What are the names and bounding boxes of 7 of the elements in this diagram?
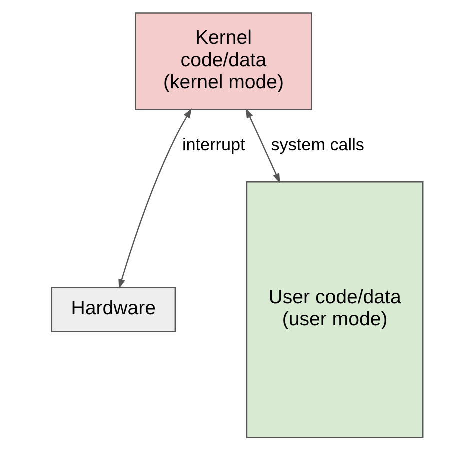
edge-label: interrupt (182, 136, 245, 155)
node-box: User code/data (user mode) (246, 181, 424, 438)
arrow (245, 108, 280, 184)
node-box: Hardware (50, 287, 176, 333)
node-box: Kernel code/data (kernel mode) (134, 12, 312, 111)
edge-label: system calls (270, 136, 364, 155)
arrow (118, 108, 192, 290)
